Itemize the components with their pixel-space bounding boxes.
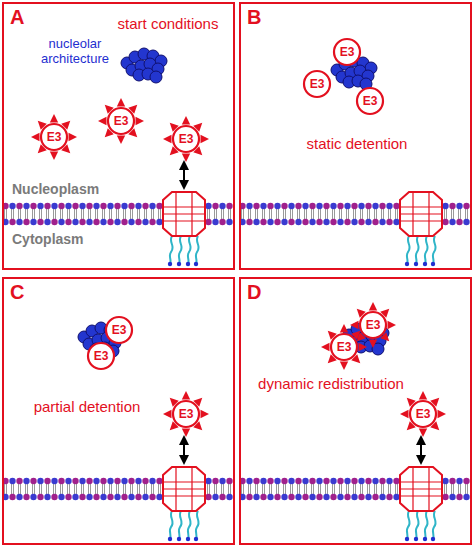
activity-spike	[419, 391, 427, 400]
e3-ligase: E3	[30, 113, 78, 161]
panel-title: partial detention	[12, 398, 162, 416]
activity-spike	[31, 133, 40, 141]
activity-spike	[50, 114, 58, 123]
protein-label: E3	[349, 301, 397, 349]
panel-art	[2, 48, 235, 266]
protein-label: E3	[323, 28, 371, 76]
e3-ligase: E3	[346, 77, 394, 125]
protein-label: E3	[162, 115, 210, 163]
panel-letter: D	[247, 281, 261, 304]
panel-letter: A	[10, 6, 24, 29]
scenario-panel: E3E3E3 Bstatic detention	[239, 2, 472, 270]
protein-label: E3	[346, 77, 394, 125]
activity-spike	[369, 302, 377, 311]
panel-letter: C	[10, 281, 24, 304]
e3-ligase: E3	[323, 28, 371, 76]
activity-spike	[369, 340, 377, 349]
panel-title: dynamic redistribution	[247, 375, 415, 393]
scenario-panel: E3E3E3Ddynamic redistribution	[239, 277, 472, 545]
e3-ligase: E3	[97, 97, 145, 145]
activity-spike	[419, 429, 427, 438]
activity-spike	[182, 154, 190, 163]
activity-spike	[201, 410, 210, 418]
protein-label: E3	[162, 390, 210, 438]
activity-spike	[350, 321, 359, 329]
e3-ligase: E3	[77, 332, 125, 380]
e3-ligase: E3	[399, 390, 447, 438]
activity-spike	[182, 429, 190, 438]
shuttle-arrow	[183, 437, 185, 463]
activity-spike	[98, 117, 107, 125]
activity-spike	[388, 321, 397, 329]
protein-label: E3	[293, 60, 341, 108]
panel-title: static detention	[287, 135, 427, 153]
activity-spike	[400, 410, 409, 418]
panel-letter: B	[247, 6, 261, 29]
panel-art	[2, 322, 235, 541]
nuclear-pore	[400, 192, 442, 266]
compartment-label: Nucleoplasm	[12, 182, 132, 197]
panel-title: start conditions	[104, 15, 232, 33]
compartment-label: Cytoplasm	[12, 232, 132, 247]
panel-art	[239, 320, 472, 541]
shuttle-arrow	[183, 162, 185, 188]
nuclear-pore	[163, 192, 205, 266]
e3-ligase: E3	[293, 60, 341, 108]
activity-spike	[340, 362, 348, 371]
activity-spike	[321, 343, 330, 351]
activity-spike	[182, 116, 190, 125]
shuttle-arrow	[420, 437, 422, 463]
activity-spike	[359, 343, 368, 351]
activity-spike	[163, 135, 172, 143]
nuclear-pore	[400, 467, 442, 541]
protein-label: E3	[77, 332, 125, 380]
activity-spike	[340, 324, 348, 333]
panel-art	[239, 55, 472, 266]
nucleolus	[121, 48, 167, 83]
activity-spike	[136, 117, 145, 125]
structure-label: nucleolar architecture	[28, 36, 122, 66]
activity-spike	[117, 136, 125, 145]
activity-spike	[117, 98, 125, 107]
protein-label: E3	[399, 390, 447, 438]
activity-spike	[201, 135, 210, 143]
activity-spike	[50, 152, 58, 161]
e3-ligase: E3	[162, 390, 210, 438]
activity-spike	[69, 133, 78, 141]
scenario-panel: E3 E3 E3 Astart conditions	[2, 2, 235, 270]
e3-ligase: E3	[162, 115, 210, 163]
activity-spike	[163, 410, 172, 418]
scenario-panel: E3E3E3Cpartial detention	[2, 277, 235, 545]
activity-spike	[438, 410, 447, 418]
activity-spike	[182, 391, 190, 400]
protein-label: E3	[30, 113, 78, 161]
nuclear-pore	[163, 467, 205, 541]
protein-label: E3	[97, 97, 145, 145]
e3-ligase: E3	[349, 301, 397, 349]
